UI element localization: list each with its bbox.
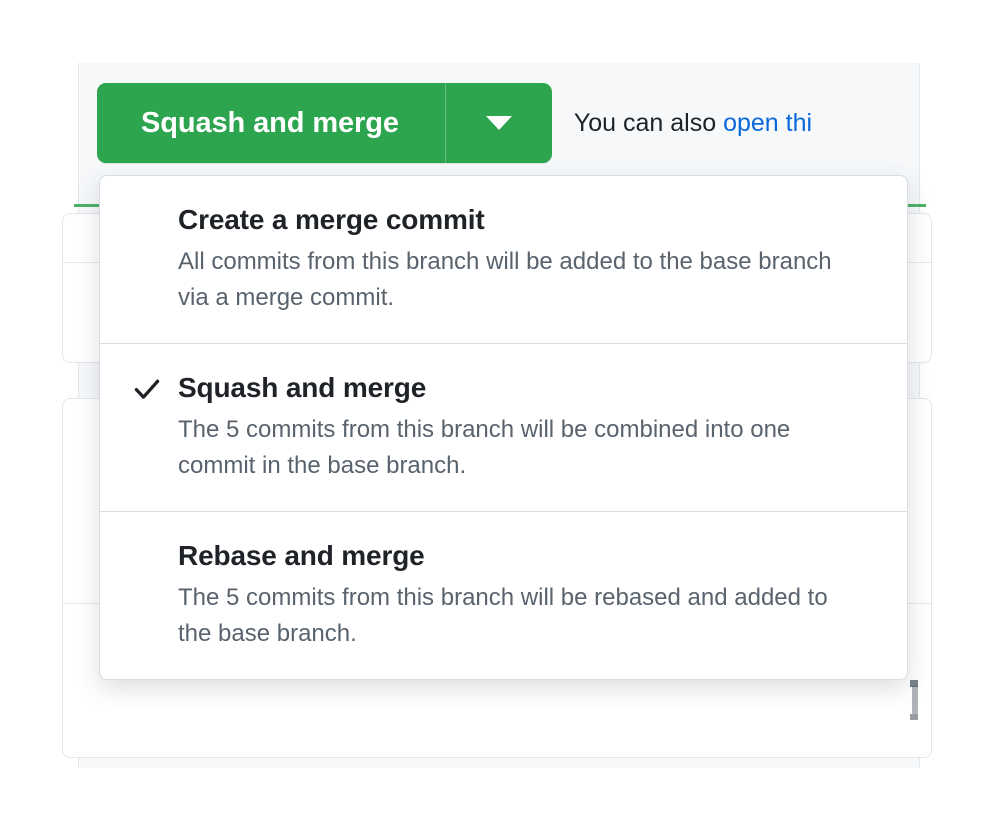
background-content-sliver-top: [910, 680, 918, 687]
merge-note-prefix: You can also: [573, 108, 724, 137]
merge-method-dropdown-button[interactable]: [444, 83, 552, 163]
menu-item-description: The 5 commits from this branch will be r…: [178, 583, 828, 648]
chevron-down-icon: [485, 116, 512, 130]
background-content-sliver-bottom: [910, 714, 918, 720]
check-icon: [132, 374, 162, 404]
open-in-codespace-link[interactable]: open thi: [723, 108, 813, 137]
menu-item-squash-and-merge[interactable]: Squash and merge The 5 commits from this…: [100, 342, 907, 511]
menu-item-create-merge-commit[interactable]: Create a merge commit All commits from t…: [100, 176, 907, 343]
background-content-sliver: [912, 686, 918, 714]
merge-method-menu[interactable]: Create a merge commit All commits from t…: [99, 175, 908, 680]
merge-alternative-note: You can also open thi: [573, 108, 813, 137]
menu-item-rebase-and-merge[interactable]: Rebase and merge The 5 commits from this…: [100, 510, 907, 679]
menu-item-description: All commits from this branch will be add…: [178, 248, 832, 312]
menu-item-description: The 5 commits from this branch will be c…: [178, 415, 791, 480]
squash-and-merge-button[interactable]: Squash and merge: [97, 83, 445, 163]
menu-item-title: Squash and merge: [178, 371, 427, 403]
merge-action-row: Squash and merge You can also open thi: [97, 83, 812, 163]
merge-button-group: Squash and merge: [97, 83, 552, 163]
menu-item-title: Create a merge commit: [178, 204, 485, 235]
menu-item-title: Rebase and merge: [178, 539, 425, 571]
